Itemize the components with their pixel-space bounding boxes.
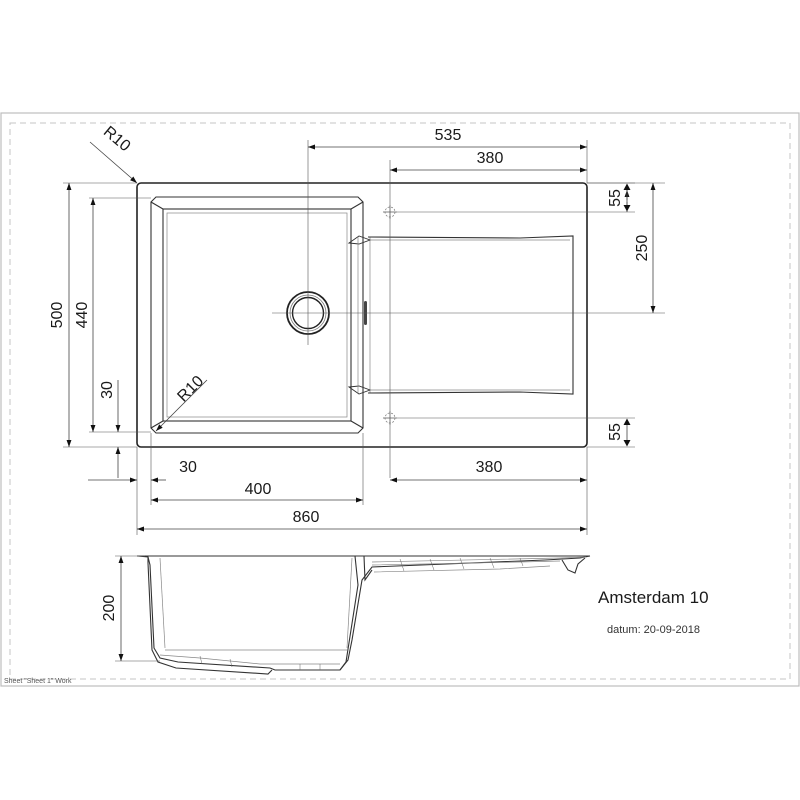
dim-30-horizontal-label: 30 (179, 459, 197, 476)
dim-55-bottom-label: 55 (607, 423, 624, 441)
dim-55-top-label: 55 (607, 189, 624, 207)
dimension-30-vertical: 30 (99, 380, 121, 478)
dim-380-top-label: 380 (477, 150, 504, 167)
radius-outer-callout: R10 (89, 123, 138, 184)
dimension-55-bottom: 55 (587, 418, 635, 448)
dimension-200: 200 (101, 555, 160, 662)
radius-inner-callout: R10 (155, 373, 207, 432)
dim-30-vertical-label: 30 (99, 381, 116, 399)
sheet-frame (0, 112, 800, 687)
drainer-board (347, 235, 574, 395)
dimension-380-bottom: 380 (390, 447, 588, 535)
dimension-30-horizontal: 30 (88, 433, 197, 535)
dim-860-label: 860 (293, 509, 320, 526)
sheet-label: Sheet "Sheet 1" Work (4, 678, 72, 685)
dim-250-label: 250 (634, 235, 651, 262)
sink-side-view (137, 555, 591, 675)
bowl-inner (162, 208, 352, 422)
dimension-400: 400 (151, 433, 364, 505)
dim-380-bottom-label: 380 (476, 459, 503, 476)
drawing-date: datum: 20-09-2018 (607, 624, 700, 636)
radius-inner-label: R10 (174, 373, 207, 406)
dim-535-label: 535 (435, 127, 462, 144)
dim-400-label: 400 (245, 481, 272, 498)
dim-440-label: 440 (74, 302, 91, 329)
radius-outer-label: R10 (100, 123, 133, 155)
product-title: Amsterdam 10 (598, 588, 709, 607)
dim-200-label: 200 (101, 595, 118, 622)
dimension-860: 860 (137, 509, 587, 532)
dimension-535: 535 (308, 127, 588, 183)
dimension-500: 500 (49, 182, 137, 448)
dimension-55-top: 55 (587, 182, 635, 212)
dimension-440: 440 (74, 197, 151, 433)
dimension-380-top: 380 (390, 150, 587, 173)
dim-500-label: 500 (49, 302, 66, 329)
sink-outline (136, 182, 588, 448)
dimension-250: 250 (587, 182, 665, 313)
bowl-rim (150, 196, 364, 434)
sink-top-view (136, 140, 665, 478)
